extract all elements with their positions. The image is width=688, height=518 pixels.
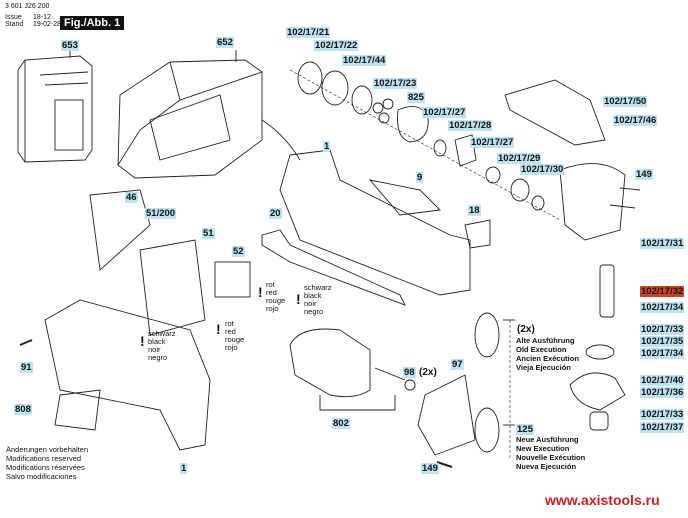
part-label-20[interactable]: 20 xyxy=(269,208,282,219)
disclaimer-en: Modifications reserved xyxy=(6,454,82,463)
gear-housing-drawing xyxy=(417,374,476,456)
wire-red-es: rojo xyxy=(225,343,238,352)
quantity-old-execution: (2x) xyxy=(517,324,535,335)
wire-black-en: black xyxy=(148,337,166,346)
motor-wire-black-fr: noir xyxy=(304,299,317,308)
part-label-102-17-28[interactable]: 102/17/28 xyxy=(448,120,493,131)
motor-wire-red-es: rojo xyxy=(266,304,279,313)
wire-black-de: schwarz xyxy=(148,329,176,338)
part-label-51[interactable]: 51 xyxy=(202,228,215,239)
part-label-825[interactable]: 825 xyxy=(407,92,425,103)
figure-label: Fig./Abb. 1 xyxy=(60,16,125,30)
part-label-1-top[interactable]: 1 xyxy=(323,141,331,152)
old-execution-es: Vieja Ejecución xyxy=(516,363,571,372)
new-execution-es: Nueva Ejecución xyxy=(516,462,577,471)
part-label-102-17-30[interactable]: 102/17/30 xyxy=(520,164,565,175)
wire-red-en: red xyxy=(225,327,236,336)
part-label-1-bottom[interactable]: 1 xyxy=(180,463,188,474)
part-label-652[interactable]: 652 xyxy=(216,37,234,48)
warning-icon: ! xyxy=(296,291,301,307)
part-label-91[interactable]: 91 xyxy=(20,362,33,373)
part-label-149-top[interactable]: 149 xyxy=(635,169,653,180)
part-label-18[interactable]: 18 xyxy=(468,205,481,216)
part-label-102-17-33a[interactable]: 102/17/33 xyxy=(640,324,685,335)
part-label-102-17-37[interactable]: 102/17/37 xyxy=(640,422,685,433)
old-execution-fr: Ancien Exécution xyxy=(516,354,579,363)
part-label-125[interactable]: 125 xyxy=(516,424,534,435)
part-label-102-17-34b[interactable]: 102/17/34 xyxy=(640,348,685,359)
motor-housing-drawing xyxy=(279,149,471,296)
part-label-102-17-29[interactable]: 102/17/29 xyxy=(497,153,542,164)
part-label-102-17-36[interactable]: 102/17/36 xyxy=(640,387,685,398)
issue-label: Issue xyxy=(5,14,22,21)
part-label-102-17-21[interactable]: 102/17/21 xyxy=(286,27,331,38)
part-label-102-17-46[interactable]: 102/17/46 xyxy=(613,115,658,126)
wire-black-es: negro xyxy=(148,353,168,362)
quantity-98: (2x) xyxy=(419,367,437,378)
motor-wire-black-de: schwarz xyxy=(304,283,332,292)
warning-icon: ! xyxy=(258,284,263,300)
motor-wire-red-en: red xyxy=(266,288,277,297)
part-label-149-bottom[interactable]: 149 xyxy=(421,463,439,474)
part-label-653[interactable]: 653 xyxy=(61,40,79,51)
part-label-102-17-40[interactable]: 102/17/40 xyxy=(640,375,685,386)
new-execution-de: Neue Ausführung xyxy=(516,435,579,444)
part-label-97[interactable]: 97 xyxy=(451,359,464,370)
part-label-102-17-50[interactable]: 102/17/50 xyxy=(603,96,648,107)
part-label-9[interactable]: 9 xyxy=(416,172,424,183)
part-label-46[interactable]: 46 xyxy=(125,192,138,203)
part-label-102-17-27b[interactable]: 102/17/27 xyxy=(470,137,515,148)
wire-red-de: rot xyxy=(225,319,234,328)
warning-icon: ! xyxy=(216,321,221,337)
motor-wire-black-es: negro xyxy=(304,307,324,316)
wire-red-fr: rouge xyxy=(225,335,245,344)
part-label-52[interactable]: 52 xyxy=(232,246,245,257)
document-number: 3 601 J26 200 xyxy=(5,3,50,10)
battery-pack-drawing xyxy=(17,50,93,163)
part-label-102-17-22[interactable]: 102/17/22 xyxy=(314,40,359,51)
part-label-102-17-33b[interactable]: 102/17/33 xyxy=(640,409,685,420)
watermark-url[interactable]: www.axistools.ru xyxy=(545,492,660,508)
stand-label: Stand xyxy=(5,21,24,28)
motor-wire-black-en: black xyxy=(304,291,322,300)
part-label-102-17-44[interactable]: 102/17/44 xyxy=(342,55,387,66)
part-label-808[interactable]: 808 xyxy=(14,404,32,415)
part-label-802[interactable]: 802 xyxy=(332,418,350,429)
issue-value: 18-12 xyxy=(33,14,51,21)
warning-icon: ! xyxy=(140,333,145,349)
part-label-102-17-32[interactable]: 102/17/32 xyxy=(640,286,685,297)
charger-drawing xyxy=(117,50,301,179)
handle-housing-drawing xyxy=(44,299,211,451)
gear-parts-drawing xyxy=(297,61,545,211)
part-label-102-17-35[interactable]: 102/17/35 xyxy=(640,336,685,347)
part-label-102-17-27a[interactable]: 102/17/27 xyxy=(422,107,467,118)
new-execution-en: New Execution xyxy=(516,444,570,453)
motor-wire-red-de: rot xyxy=(266,280,275,289)
old-execution-de: Alte Ausführung xyxy=(516,336,575,345)
cover-plate-drawing xyxy=(504,79,606,146)
head-housing-drawing xyxy=(559,163,626,241)
motor-drawing xyxy=(289,328,371,398)
part-label-102-17-31[interactable]: 102/17/31 xyxy=(640,238,685,249)
disclaimer-es: Salvo modificaciones xyxy=(6,472,77,481)
motor-wire-red-fr: rouge xyxy=(266,296,286,305)
part-label-102-17-34a[interactable]: 102/17/34 xyxy=(640,302,685,313)
shaft-drawing xyxy=(599,264,615,318)
stand-value: 19-02-28 xyxy=(33,21,62,28)
part-label-102-17-23[interactable]: 102/17/23 xyxy=(373,78,418,89)
disclaimer-de: Änderungen vorbehalten xyxy=(6,445,89,454)
old-execution-en: Old Execution xyxy=(516,345,567,354)
part-label-51-200[interactable]: 51/200 xyxy=(145,208,177,219)
wire-black-fr: noir xyxy=(148,345,161,354)
new-execution-fr: Nouvelle Exécution xyxy=(516,453,586,462)
part-label-98[interactable]: 98 xyxy=(403,367,416,378)
disclaimer-fr: Modifications réservées xyxy=(6,463,85,472)
